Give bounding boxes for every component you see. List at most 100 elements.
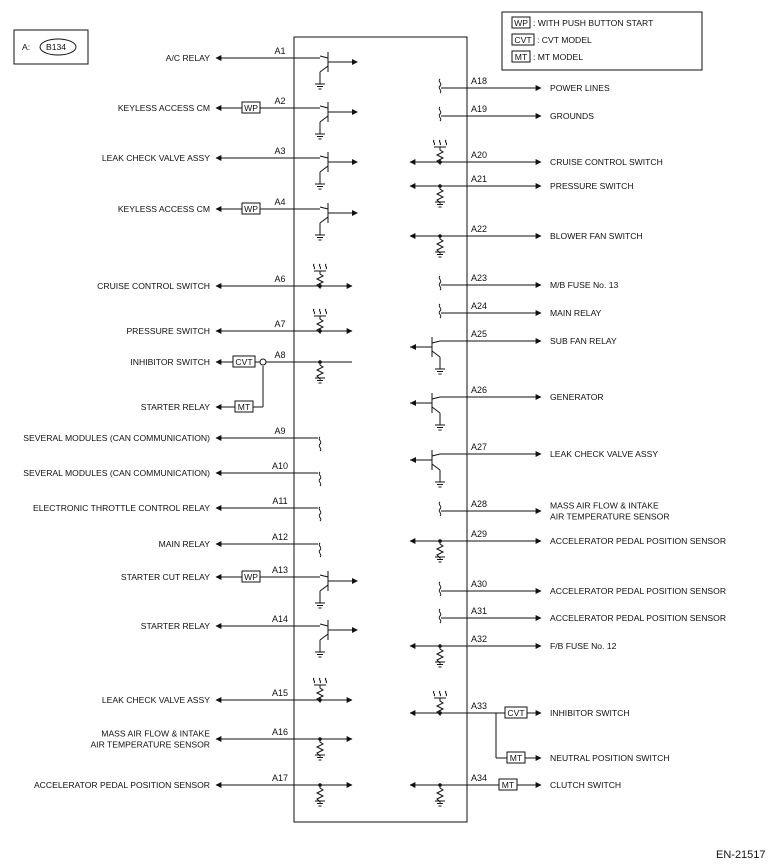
option-tag-cvt: CVT — [504, 706, 528, 719]
resistor-symbol — [435, 147, 445, 166]
signal-label: POWER LINES — [550, 83, 610, 93]
wave-symbol — [318, 436, 322, 452]
ground-symbol — [315, 651, 325, 658]
pin-number: A26 — [471, 385, 487, 395]
pin-number: A27 — [471, 442, 487, 452]
pin-number: A33 — [471, 701, 487, 711]
option-tag-wp: WP — [241, 101, 261, 114]
pin-number: A4 — [274, 197, 285, 207]
left-pin-a9: SEVERAL MODULES (CAN COMMUNICATION) A9 — [23, 426, 322, 452]
pin-number: A10 — [272, 461, 288, 471]
ground-symbol — [315, 234, 325, 241]
signal-label: LEAK CHECK VALVE ASSY — [102, 153, 210, 163]
signal-label: GENERATOR — [550, 392, 604, 402]
ground-symbol — [315, 377, 325, 384]
signal-label: LEAK CHECK VALVE ASSY — [550, 449, 658, 459]
wave-symbol — [438, 106, 442, 122]
ecm-body — [293, 36, 468, 823]
signal-label: ELECTRONIC THROTTLE CONTROL RELAY — [33, 503, 210, 513]
right-pin-a25: SUB FAN RELAY A25 — [410, 329, 617, 375]
connector-id-box: A: B134 — [13, 29, 89, 65]
transistor-symbol — [315, 620, 358, 658]
pin-number: A24 — [471, 301, 487, 311]
left-pin-a7: PRESSURE SWITCH A7 — [126, 308, 353, 336]
signal-label: STARTER RELAY — [141, 621, 211, 631]
pin-number: A9 — [274, 426, 285, 436]
pin-number: A34 — [471, 773, 487, 783]
right-pin-a34: CLUTCH SWITCH MT A34 — [409, 773, 621, 807]
option-tag-mt: MT — [506, 751, 526, 764]
transistor-symbol — [410, 393, 445, 431]
signal-label: CLUTCH SWITCH — [550, 780, 621, 790]
pin-number: A18 — [471, 76, 487, 86]
option-tag-mt: MT — [234, 400, 254, 413]
option-tag-mt: MT — [498, 778, 518, 791]
pin-number: A7 — [274, 319, 285, 329]
transistor-symbol — [315, 152, 358, 190]
ground-symbol — [315, 83, 325, 90]
signal-label: F/B FUSE No. 12 — [550, 641, 617, 651]
pin-number: A25 — [471, 329, 487, 339]
option-tag-wp: WP — [241, 202, 261, 215]
ground-symbol — [435, 201, 445, 208]
diagram-code: EN-21517 — [716, 849, 766, 861]
pin-number: A11 — [272, 496, 287, 506]
legend-desc: : MT MODEL — [533, 52, 583, 62]
signal-label: SEVERAL MODULES (CAN COMMUNICATION) — [23, 433, 210, 443]
ground-symbol — [315, 183, 325, 190]
signal-label: SUB FAN RELAY — [550, 336, 617, 346]
pin-number: A13 — [272, 565, 288, 575]
pin-number: A21 — [471, 174, 487, 184]
transistor-symbol — [315, 203, 358, 241]
pin-number: A14 — [272, 614, 288, 624]
transistor-symbol — [315, 571, 358, 609]
ground-symbol — [315, 800, 325, 807]
pin-number: A28 — [471, 499, 487, 509]
signal-label: KEYLESS ACCESS CM — [118, 103, 210, 113]
left-pin-a10: SEVERAL MODULES (CAN COMMUNICATION)A10 — [23, 461, 322, 487]
legend-desc: : CVT MODEL — [537, 35, 592, 45]
ground-symbol — [435, 661, 445, 668]
pin-number: A8 — [274, 350, 285, 360]
transistor-symbol — [410, 337, 445, 375]
legend-code: CVT — [514, 35, 532, 45]
ground-symbol — [435, 800, 445, 807]
wave-symbol — [318, 542, 322, 558]
pin-number: A1 — [274, 46, 285, 56]
wave-symbol — [438, 303, 442, 319]
signal-label: M/B FUSE No. 13 — [550, 280, 619, 290]
signal-label: BLOWER FAN SWITCH — [550, 231, 643, 241]
signal-label: CRUISE CONTROL SWITCH — [550, 157, 663, 167]
svg-text:WP: WP — [244, 103, 258, 113]
signal-label: LEAK CHECK VALVE ASSY — [102, 695, 210, 705]
legend-desc: : WITH PUSH BUTTON START — [533, 18, 654, 28]
signal-label: A/C RELAY — [166, 53, 211, 63]
pullup-symbol — [312, 677, 328, 704]
pullup-symbol — [432, 690, 448, 717]
signal-label: STARTER CUT RELAY — [121, 572, 210, 582]
signal-label: PRESSURE SWITCH — [126, 326, 210, 336]
pin-number: A30 — [471, 579, 487, 589]
resistor-symbol — [315, 685, 325, 704]
svg-text:WP: WP — [244, 572, 258, 582]
svg-text:WP: WP — [244, 204, 258, 214]
pullup-symbol — [312, 263, 328, 290]
pin-number: A3 — [274, 146, 285, 156]
resistor-symbol — [315, 316, 325, 335]
wave-symbol — [318, 506, 322, 522]
